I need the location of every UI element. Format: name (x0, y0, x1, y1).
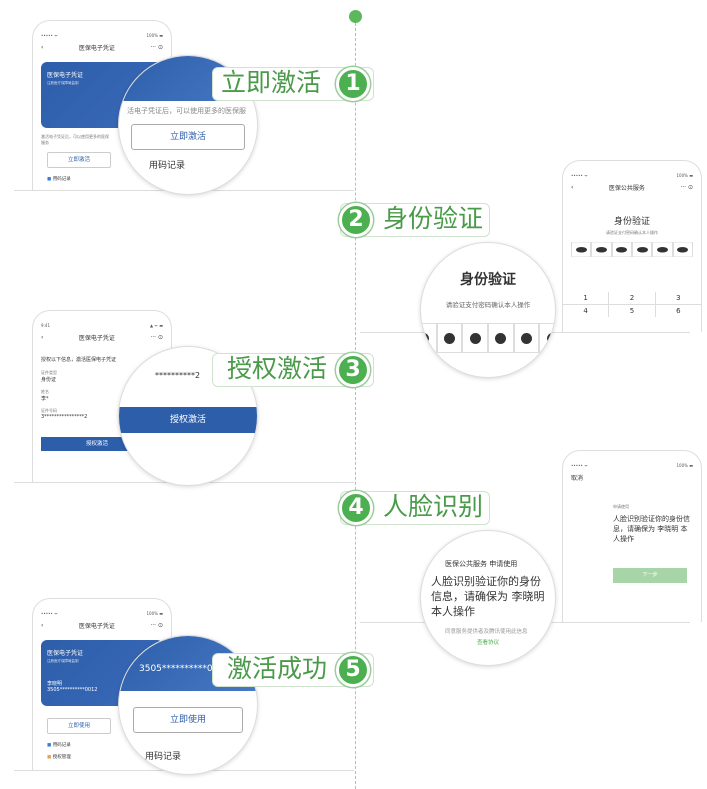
field-label: 姓名 (41, 389, 49, 394)
card-id: 3505**********0012 (47, 687, 98, 693)
timeline-start-dot (349, 10, 362, 23)
status-right: 100% ▬ (676, 173, 694, 178)
more-icon[interactable]: ··· ⊙ (680, 184, 693, 191)
status-left: ••••• ᯤ (41, 611, 58, 616)
record-icon: ■ (47, 177, 52, 182)
card-title: 医保电子凭证 (47, 650, 84, 657)
step-number-badge: 3 (336, 353, 370, 387)
magnified-face-text: 人脸识别验证你的身份信息，请确保为 李晓明 本人操作 (431, 575, 545, 618)
step-number-badge: 4 (339, 491, 373, 525)
magnified-use-now-button[interactable]: 立即使用 (133, 707, 243, 733)
heading: 身份验证 (613, 217, 650, 227)
field-label: 证件号码 (41, 408, 57, 413)
timeline (355, 18, 356, 789)
use-now-button[interactable]: 立即使用 (47, 718, 111, 734)
nav-title: 医保公共服务 (608, 185, 645, 192)
key[interactable]: 6 (655, 305, 701, 317)
record-item[interactable]: ■ 用码记录 (33, 174, 171, 184)
field-value: 3****************2 (41, 414, 88, 420)
terms-text: 同意服务提供者及腾讯使用此信息 (445, 629, 528, 635)
nav-title: 医保电子凭证 (78, 45, 115, 52)
card-title: 医保电子凭证 (47, 72, 84, 79)
cancel-button[interactable]: 取消 (571, 475, 584, 482)
magnified-description: 活电子凭证后，可以使用更多的医保服 (127, 107, 246, 115)
step-number-badge: 5 (336, 653, 370, 687)
key[interactable]: 3 (655, 292, 701, 304)
auth-label: 授权管理 (52, 755, 71, 760)
description: 请验证支付密码确认本人操作 (606, 230, 658, 235)
magnified-apply-text: 医保公共服务 申请使用 (445, 560, 518, 568)
status-right: 100% ▬ (676, 463, 694, 468)
back-icon[interactable]: ‹ (41, 622, 44, 629)
record-label: 用码记录 (52, 177, 71, 182)
magnified-description: 请验证支付密码确认本人操作 (445, 301, 531, 309)
key[interactable]: 1 (563, 292, 609, 304)
status-right: ▲ ᯤ ▬ (149, 323, 163, 328)
record-item[interactable]: ■ 用码记录 (33, 740, 171, 750)
magnified-heading: 身份验证 (460, 272, 516, 288)
back-icon[interactable]: ‹ (571, 184, 574, 191)
key[interactable]: 4 (563, 305, 609, 317)
step-number-badge: 1 (336, 67, 370, 101)
magnified-record: 用码记录 (145, 752, 182, 762)
record-icon: ■ (47, 743, 52, 748)
status-left: ••••• ᯤ (41, 33, 58, 38)
password-field[interactable] (571, 242, 693, 257)
step-number-badge: 2 (339, 203, 373, 237)
apply-text: 申请使用 (613, 504, 629, 509)
status-left: ••••• ᯤ (571, 463, 588, 468)
back-icon[interactable]: ‹ (41, 334, 44, 341)
more-icon[interactable]: ··· ⊙ (150, 334, 163, 341)
field-value: 李* (41, 396, 49, 402)
nav-title: 医保电子凭证 (78, 623, 115, 630)
nav-title: 医保电子凭证 (78, 335, 115, 342)
status-left: ••••• ᯤ (571, 173, 588, 178)
record-label: 用码记录 (52, 743, 71, 748)
description: 激活电子凭证后，可以使用更多的医保服务 (41, 134, 109, 145)
intro-text: 授权以下信息，激活医保电子凭证 (41, 357, 117, 363)
status-left: 9:41 (41, 323, 50, 328)
status-right: 100% ▬ (146, 611, 164, 616)
face-text: 人脸识别验证你的身份信息，请确保为 李晓明 本人操作 (613, 515, 690, 543)
magnified-authorize-button[interactable]: 授权激活 (119, 407, 257, 433)
phone-mockup: ••••• ᯤ 100% ▬ 取消 申请使用 人脸识别验证你的身份信息，请确保为 … (562, 450, 702, 622)
more-icon[interactable]: ··· ⊙ (150, 622, 163, 629)
magnified-id: **********2 (155, 371, 201, 380)
activate-button[interactable]: 立即激活 (47, 152, 111, 168)
magnifier: 医保公共服务 申请使用 人脸识别验证你的身份信息，请确保为 李晓明 本人操作 同… (420, 530, 556, 666)
magnifier: 身份验证 请验证支付密码确认本人操作 (420, 242, 556, 378)
card-subtitle: 注册医疗保障局监制 (47, 81, 79, 85)
status-right: 100% ▬ (146, 33, 164, 38)
card-subtitle: 注册医疗保障局监制 (47, 659, 79, 663)
more-icon[interactable]: ··· ⊙ (150, 44, 163, 51)
auth-item[interactable]: ■ 授权管理 (33, 750, 171, 764)
key[interactable]: 2 (609, 292, 655, 304)
magnified-activate-button[interactable]: 立即激活 (131, 124, 245, 150)
magnified-record: 用码记录 (149, 161, 186, 171)
phone-mockup: ••••• ᯤ 100% ▬ ‹ 医保公共服务 ··· ⊙ 身份验证 请验证支付密码确… (562, 160, 702, 332)
terms-link[interactable]: 查看协议 (477, 640, 500, 646)
field-value: 身份证 (41, 377, 57, 383)
auth-icon: ■ (47, 755, 52, 760)
magnified-password-field (421, 323, 555, 353)
card-name: 李晓明 (47, 681, 63, 687)
field-label: 证件类型 (41, 370, 57, 375)
back-icon[interactable]: ‹ (41, 44, 44, 51)
next-button[interactable]: 下一步 (613, 568, 687, 583)
key[interactable]: 5 (609, 305, 655, 317)
magnifier: **********2 授权激活 (118, 346, 258, 486)
